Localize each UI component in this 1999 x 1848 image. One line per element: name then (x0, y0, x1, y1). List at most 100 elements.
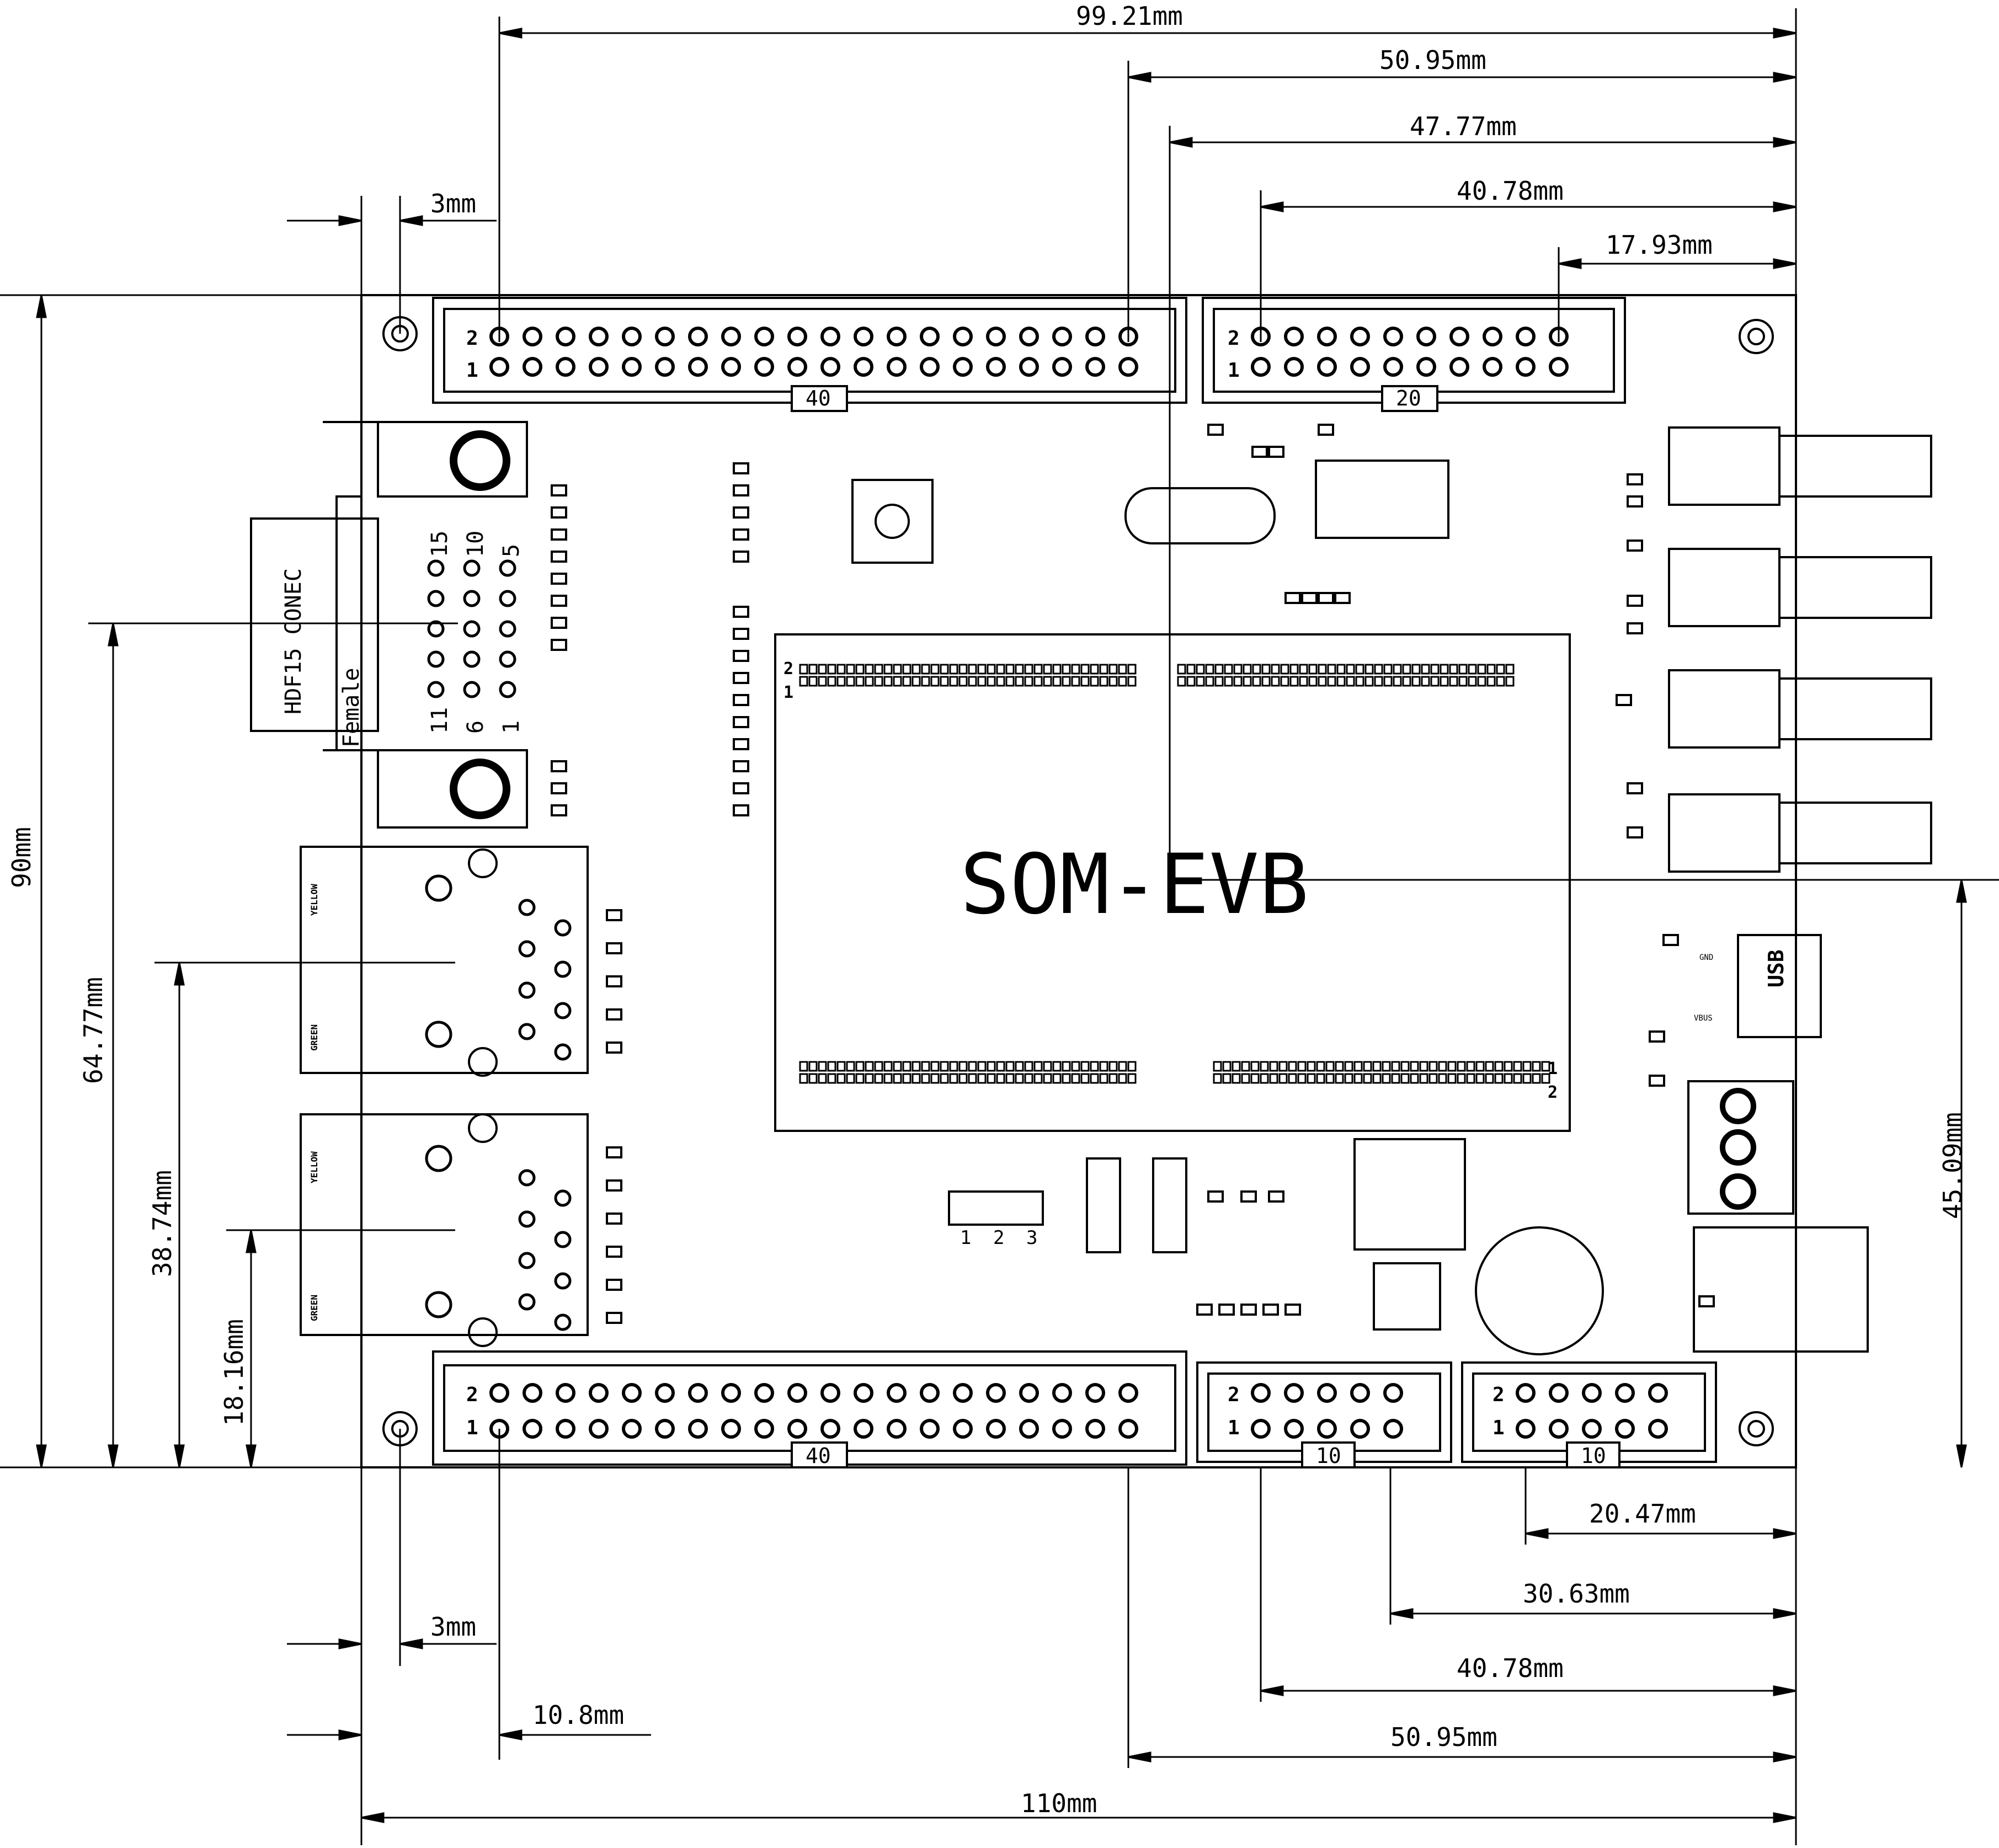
smd-pad (606, 975, 622, 987)
som-pad (1458, 664, 1468, 675)
som-pad (1024, 1061, 1033, 1072)
header-pin (1350, 357, 1370, 377)
som-pad (1271, 664, 1280, 675)
som-pad (1400, 1073, 1410, 1084)
som-pad (1541, 1061, 1550, 1072)
som-pad (940, 1061, 949, 1072)
smd-pad (551, 573, 567, 585)
som-pad (1024, 1073, 1033, 1084)
smd-pad (1251, 446, 1268, 458)
som-pad (949, 1073, 958, 1084)
som-pad (1513, 1061, 1522, 1072)
som-pad (1447, 1073, 1457, 1084)
header-pin (1019, 1419, 1039, 1439)
header-pin (1085, 1383, 1105, 1403)
som-pad (1108, 664, 1118, 675)
header-pin (589, 327, 609, 346)
vga-pin (427, 620, 445, 638)
dim-arrow (1128, 1751, 1152, 1762)
som-pad (1468, 676, 1477, 687)
som-pad (1335, 1061, 1344, 1072)
header-pin (986, 357, 1006, 377)
vga-pin (463, 681, 481, 698)
som-pad (1440, 664, 1449, 675)
header-top-20-pins (1251, 327, 1569, 377)
som-pad (1214, 676, 1224, 687)
jumper-num-2: 2 (993, 1227, 1004, 1249)
header-pin (622, 357, 642, 377)
som-pad (1541, 1073, 1550, 1084)
header-pin (688, 1383, 708, 1403)
smd-pad (1207, 1190, 1224, 1203)
header-pin (1383, 1383, 1403, 1403)
header-pin (1052, 327, 1072, 346)
som-pad (1099, 676, 1108, 687)
header-pin (589, 1419, 609, 1439)
som-pad (1400, 1061, 1410, 1072)
header-pin (655, 1383, 675, 1403)
som-module-outline (774, 633, 1571, 1132)
som-pad (1355, 664, 1364, 675)
dim-64-77: 64.77mm (78, 977, 108, 1084)
eth-pin (518, 1293, 536, 1311)
som-pad (1421, 676, 1430, 687)
vga-pin (499, 650, 516, 668)
som-pad (1024, 664, 1033, 675)
som-pad (968, 1073, 977, 1084)
som-pad (893, 676, 902, 687)
smd-pad (551, 782, 567, 794)
som-pad (1250, 1061, 1260, 1072)
power-terminal-block (1687, 1080, 1794, 1215)
som-pad (1271, 676, 1280, 687)
header-pin (1317, 1419, 1337, 1439)
som-pad (1430, 664, 1440, 675)
header-pin (622, 1419, 642, 1439)
usb-label: USB (1764, 949, 1788, 987)
header-pin (787, 1383, 807, 1403)
vga-pin (463, 620, 481, 638)
dim-arrow (1773, 72, 1797, 83)
header-pin (523, 327, 542, 346)
eth-pin (518, 1023, 536, 1040)
dim-arrow (1773, 1812, 1797, 1823)
som-pad (1440, 676, 1449, 687)
som-pad (1205, 676, 1214, 687)
som-pad (818, 664, 827, 675)
smd-pad (1240, 1304, 1257, 1316)
som-pad (1430, 676, 1440, 687)
header-pin (1284, 1419, 1304, 1439)
header-pin (1615, 1419, 1635, 1439)
smd-pad (1616, 694, 1632, 706)
usb-hub-ic (1315, 460, 1449, 539)
som-pad (1325, 1061, 1335, 1072)
smd-pad (551, 617, 567, 629)
som-pad (921, 664, 930, 675)
som-pad (827, 1073, 836, 1084)
som-pad (1353, 1073, 1363, 1084)
header-pin (787, 327, 807, 346)
header-pin (489, 357, 509, 377)
som-pad (1252, 676, 1261, 687)
som-header-pin2: 2 (783, 659, 793, 679)
dim-3mm-top: 3mm (430, 189, 476, 218)
header-pin (953, 1383, 973, 1403)
smd-pad (1318, 424, 1334, 436)
som-pad (1062, 664, 1071, 675)
som-pad (865, 1061, 874, 1072)
smd-pad (1240, 1190, 1257, 1203)
som-pad (940, 676, 949, 687)
header-pin (920, 327, 940, 346)
som-pad (1299, 676, 1308, 687)
header-pin (887, 1419, 907, 1439)
som-pad (846, 676, 855, 687)
eth-mount (425, 1021, 452, 1048)
som-pad (1486, 664, 1496, 675)
som-pad (1325, 1073, 1335, 1084)
vga-series-label: HDF15 CONEC (281, 568, 306, 714)
som-pad (1015, 676, 1024, 687)
som-pad (1477, 676, 1486, 687)
dim-110: 110mm (1021, 1788, 1097, 1818)
som-pad (1233, 664, 1243, 675)
som-pad (1005, 664, 1015, 675)
